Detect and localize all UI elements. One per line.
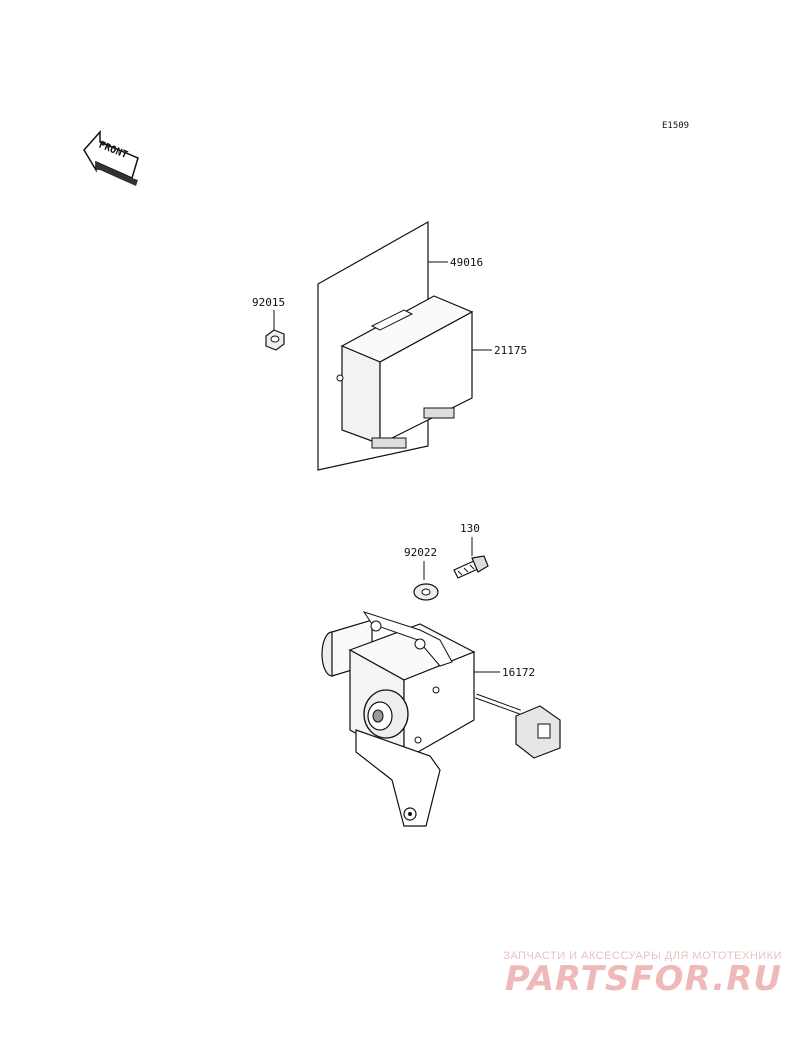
part-130-bolt xyxy=(453,555,489,579)
part-label-92015: 92015 xyxy=(252,296,285,309)
part-label-92022: 92022 xyxy=(404,546,437,559)
diagram-code: E1509 xyxy=(662,121,689,131)
part-92015-nut xyxy=(265,329,285,351)
watermark: ЗАПЧАСТИ И АКСЕССУАРЫ ДЛЯ МОТОТЕХНИКИ PA… xyxy=(503,950,782,996)
part-label-16172: 16172 xyxy=(502,666,535,679)
watermark-subtitle: ЗАПЧАСТИ И АКСЕССУАРЫ ДЛЯ МОТОТЕХНИКИ xyxy=(503,950,782,962)
part-label-130: 130 xyxy=(460,522,480,535)
part-label-49016: 49016 xyxy=(450,256,483,269)
front-arrow-icon: FRONT xyxy=(83,130,139,186)
part-92022-washer xyxy=(413,583,439,601)
watermark-brand: PARTSFOR.RU xyxy=(504,959,782,999)
part-16172-actuator xyxy=(321,611,561,827)
part-21175-control-unit xyxy=(336,295,474,449)
part-label-21175: 21175 xyxy=(494,344,527,357)
